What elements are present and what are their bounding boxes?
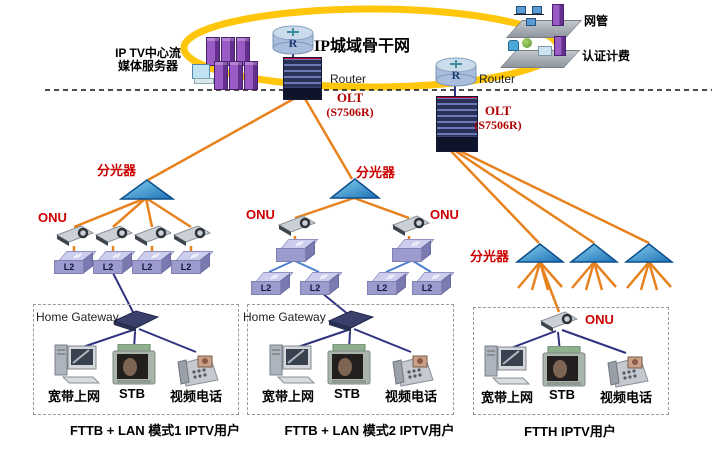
onu-label-left: ONU: [38, 210, 67, 225]
user-box-fttb1: [33, 304, 239, 415]
router-label-right: Router: [479, 72, 516, 86]
device-label-broadband: 宽带上网: [47, 389, 100, 404]
svg-text:R: R: [452, 68, 461, 82]
device-label-stb: STB: [334, 386, 360, 401]
device-label-stb: STB: [549, 387, 575, 402]
stb-tv-icon: [542, 346, 586, 387]
l2-switch: ⇄L2: [171, 251, 214, 274]
media-server-cluster-icon: [192, 37, 258, 93]
onu-icon: [55, 225, 95, 246]
l2-switch: ⇄L2: [367, 272, 410, 295]
home-gateway-icon: [113, 310, 159, 332]
computer-icon: [54, 344, 101, 384]
splitter-triangle-right-2: [568, 243, 620, 263]
l2-switch: ⇄L2: [54, 251, 97, 274]
videophone-icon: [392, 355, 434, 387]
device-label-broadband: 宽带上网: [261, 389, 314, 404]
splitter-triangle-left: [118, 179, 176, 200]
l2-switch: ⇄L2: [300, 272, 343, 295]
olt-label-left: OLT (S7506R): [326, 90, 374, 120]
videophone-icon: [607, 356, 649, 388]
nms-label: 网管: [584, 14, 609, 28]
device-label-videophone: 视频电话: [384, 389, 437, 404]
l2-switch: ⇄L2: [132, 251, 175, 274]
olt-chassis-left: [283, 57, 322, 100]
media-server-label: IP TV中心流 媒体服务器: [115, 46, 181, 73]
router-icon-right: R: [435, 57, 477, 87]
home-gateway-label-1: Home Gateway: [36, 310, 119, 324]
database-icon: [508, 40, 519, 51]
onu-icon: [133, 225, 173, 246]
splitter-label-right: 分光器: [470, 249, 510, 264]
olt-chassis-right: [436, 96, 478, 152]
svg-text:R: R: [289, 36, 298, 50]
videophone-icon: [177, 355, 219, 387]
caption-fttb1: FTTB + LAN 模式1 IPTV用户: [69, 423, 241, 438]
splitter-triangle-mid: [328, 178, 382, 199]
splitter-triangle-right-3: [623, 243, 675, 263]
aggregation-switch: ⇄: [276, 239, 319, 262]
lan-links: [268, 260, 432, 273]
fiber-links: [72, 95, 672, 313]
home-gateway-icon: [328, 310, 374, 332]
laptop-icon: [538, 46, 552, 56]
device-label-videophone: 视频电话: [599, 390, 652, 405]
home-gateway-label-2: Home Gateway: [243, 310, 326, 324]
console-monitor-icon: [192, 64, 210, 79]
computer-icon: [484, 345, 531, 385]
olt-label-right: OLT (S7506R): [474, 103, 522, 133]
aggregation-switch: ⇄: [392, 239, 435, 262]
caption-ftth: FTTH IPTV用户: [524, 424, 616, 439]
onu-icon: [172, 225, 212, 246]
splitter-label-left: 分光器: [97, 163, 137, 178]
l2-switch: ⇄L2: [93, 251, 136, 274]
caption-fttb2: FTTB + LAN 模式2 IPTV用户: [284, 423, 455, 438]
splitter-triangle-right-1: [514, 243, 566, 263]
nms-server-icon: [552, 4, 564, 26]
computer-icon: [269, 344, 316, 384]
onu-icon: [94, 225, 134, 246]
onu-label-mid-right: ONU: [430, 207, 459, 222]
router-icon-left: R: [272, 25, 314, 55]
router-label-left: Router: [330, 72, 367, 86]
auth-server-icon: [554, 36, 566, 56]
device-label-stb: STB: [119, 386, 145, 401]
onu-icon-ftth: [539, 311, 579, 332]
user-box-ftth: [473, 307, 669, 415]
splitter-label-mid: 分光器: [356, 165, 396, 180]
stb-tv-icon: [112, 344, 156, 385]
globe-icon: [522, 38, 532, 48]
device-label-videophone: 视频电话: [169, 389, 222, 404]
onu-label-mid-left: ONU: [246, 207, 275, 222]
l2-switch: ⇄L2: [412, 272, 455, 295]
onu-icon: [277, 215, 317, 236]
stb-tv-icon: [327, 344, 371, 385]
auth-billing-label: 认证计费: [582, 49, 631, 63]
nms-platform-icon: [504, 4, 583, 40]
user-box-fttb2: [247, 304, 454, 415]
device-label-broadband: 宽带上网: [480, 390, 533, 405]
onu-label-ftth: ONU: [585, 312, 614, 327]
onu-icon: [391, 215, 431, 236]
backbone-label: IP城域骨干网: [314, 38, 411, 55]
auth-platform-icon: [499, 36, 581, 68]
l2-switch: ⇄L2: [251, 272, 294, 295]
